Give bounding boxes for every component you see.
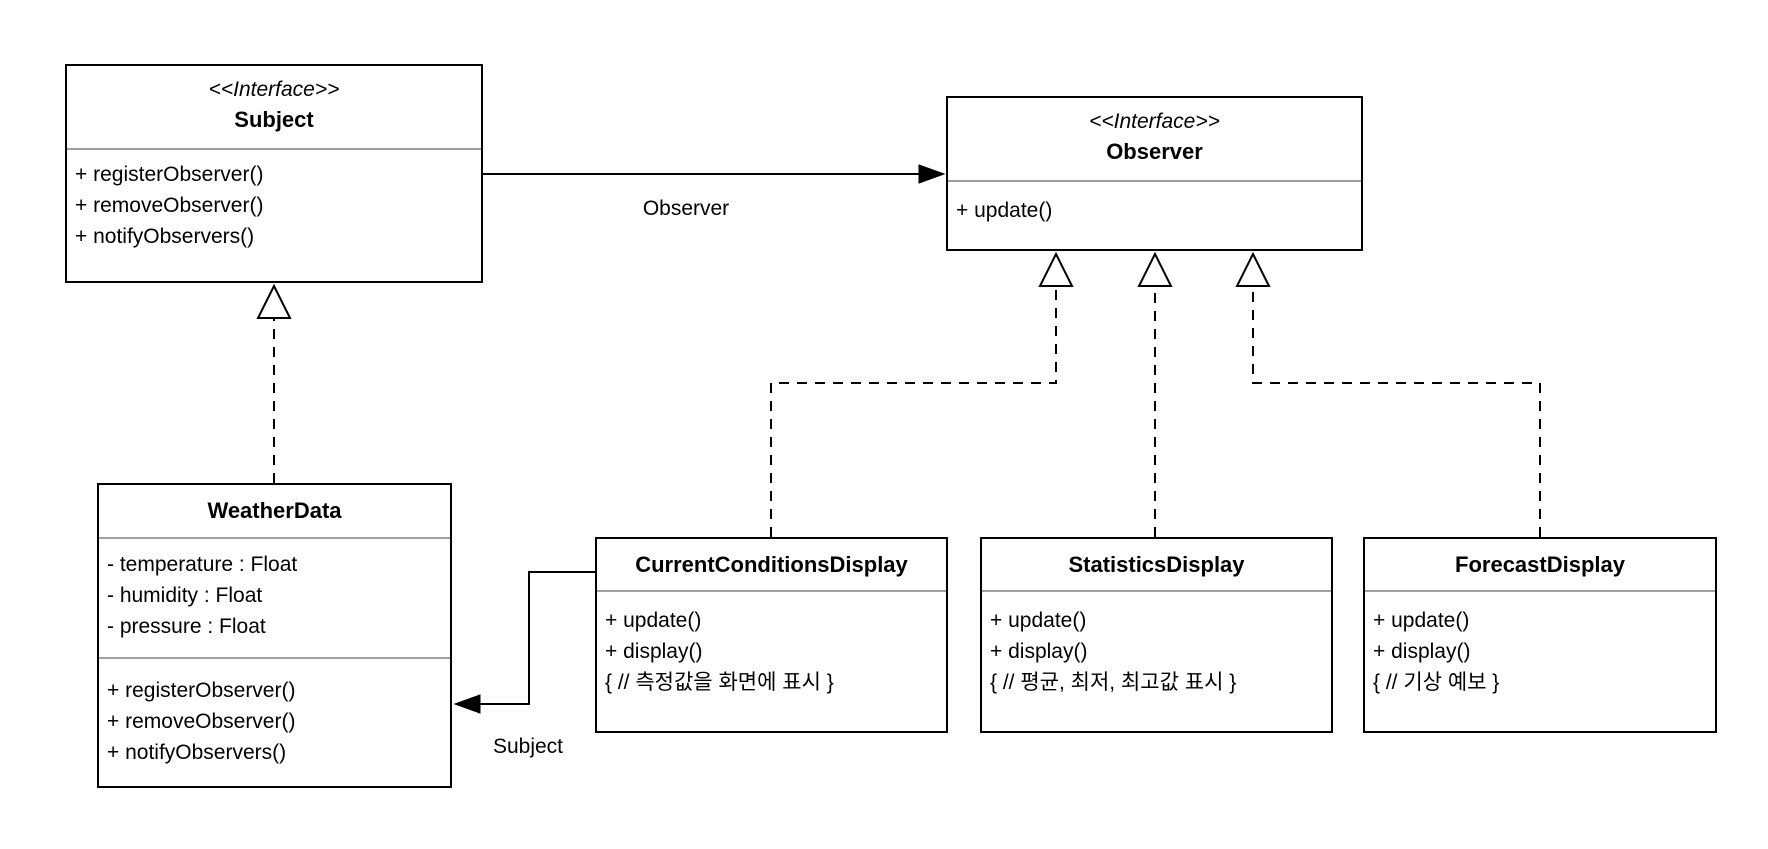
- method-register-observer: + registerObserver(): [75, 163, 264, 186]
- comment-weather-forecast: { // 기상 예보 }: [1373, 671, 1500, 694]
- class-currentconditionsdisplay-methods: + update() + display() { // 측정값을 화면에 표시 …: [597, 592, 946, 698]
- attribute-pressure: - pressure : Float: [107, 615, 266, 638]
- edge-statistics-realizes-observer: [1137, 251, 1173, 537]
- class-forecastdisplay-title: ForecastDisplay: [1455, 552, 1625, 577]
- class-weatherdata-title: WeatherData: [207, 498, 342, 523]
- edge-subject-to-observer: [483, 164, 946, 184]
- section-divider: [597, 590, 946, 592]
- class-currentconditionsdisplay-header: CurrentConditionsDisplay: [597, 539, 946, 590]
- method-update: + update(): [605, 609, 702, 632]
- class-currentconditionsdisplay-title: CurrentConditionsDisplay: [635, 552, 908, 577]
- class-subject-title: Subject: [234, 107, 314, 132]
- edge-label-subject: Subject: [492, 735, 564, 758]
- class-subject-header: <<Interface>> Subject: [67, 66, 481, 148]
- class-currentconditionsdisplay: CurrentConditionsDisplay + update() + di…: [595, 537, 948, 733]
- class-forecastdisplay-methods: + update() + display() { // 기상 예보 }: [1365, 592, 1715, 698]
- edge-currentconditions-realizes-observer: [770, 251, 1074, 537]
- class-observer: <<Interface>> Observer + update(): [946, 96, 1363, 251]
- method-display: + display(): [605, 640, 703, 663]
- method-notify-observers: + notifyObservers(): [75, 225, 255, 248]
- section-divider: [99, 537, 450, 539]
- class-subject-stereotype: <<Interface>>: [208, 78, 340, 101]
- section-divider: [99, 657, 450, 659]
- section-divider: [1365, 590, 1715, 592]
- method-notify-observers: + notifyObservers(): [107, 741, 287, 764]
- class-statisticsdisplay: StatisticsDisplay + update() + display()…: [980, 537, 1333, 733]
- class-observer-title: Observer: [1106, 139, 1203, 164]
- method-register-observer: + registerObserver(): [107, 679, 296, 702]
- class-weatherdata-attributes: - temperature : Float - humidity : Float…: [99, 539, 450, 657]
- method-display: + display(): [1373, 640, 1471, 663]
- method-update: + update(): [956, 199, 1053, 222]
- class-observer-stereotype: <<Interface>>: [1089, 110, 1220, 133]
- class-weatherdata: WeatherData - temperature : Float - humi…: [97, 483, 452, 788]
- section-divider: [948, 180, 1361, 182]
- class-forecastdisplay: ForecastDisplay + update() + display() {…: [1363, 537, 1717, 733]
- edge-label-observer: Observer: [642, 197, 730, 220]
- method-remove-observer: + removeObserver(): [107, 710, 296, 733]
- method-display: + display(): [990, 640, 1088, 663]
- section-divider: [67, 148, 481, 150]
- class-statisticsdisplay-header: StatisticsDisplay: [982, 539, 1331, 590]
- edge-forecast-realizes-observer: [1235, 251, 1541, 537]
- class-weatherdata-header: WeatherData: [99, 485, 450, 537]
- class-statisticsdisplay-title: StatisticsDisplay: [1068, 552, 1245, 577]
- comment-avg-min-max: { // 평균, 최저, 최고값 표시 }: [990, 671, 1237, 694]
- class-subject-methods: + registerObserver() + removeObserver() …: [67, 150, 481, 252]
- class-statisticsdisplay-methods: + update() + display() { // 평균, 최저, 최고값 …: [982, 592, 1331, 698]
- section-divider: [982, 590, 1331, 592]
- attribute-humidity: - humidity : Float: [107, 584, 263, 607]
- method-remove-observer: + removeObserver(): [75, 194, 264, 217]
- attribute-temperature: - temperature : Float: [107, 553, 298, 576]
- class-forecastdisplay-header: ForecastDisplay: [1365, 539, 1715, 590]
- edge-weatherdata-realizes-subject: [256, 283, 292, 483]
- class-weatherdata-methods: + registerObserver() + removeObserver() …: [99, 659, 450, 768]
- method-update: + update(): [990, 609, 1087, 632]
- edge-currentconditions-to-weatherdata: [453, 571, 595, 714]
- class-observer-header: <<Interface>> Observer: [948, 98, 1361, 180]
- class-subject: <<Interface>> Subject + registerObserver…: [65, 64, 483, 283]
- class-observer-methods: + update(): [948, 182, 1361, 226]
- method-update: + update(): [1373, 609, 1470, 632]
- comment-display-measurements: { // 측정값을 화면에 표시 }: [605, 671, 834, 694]
